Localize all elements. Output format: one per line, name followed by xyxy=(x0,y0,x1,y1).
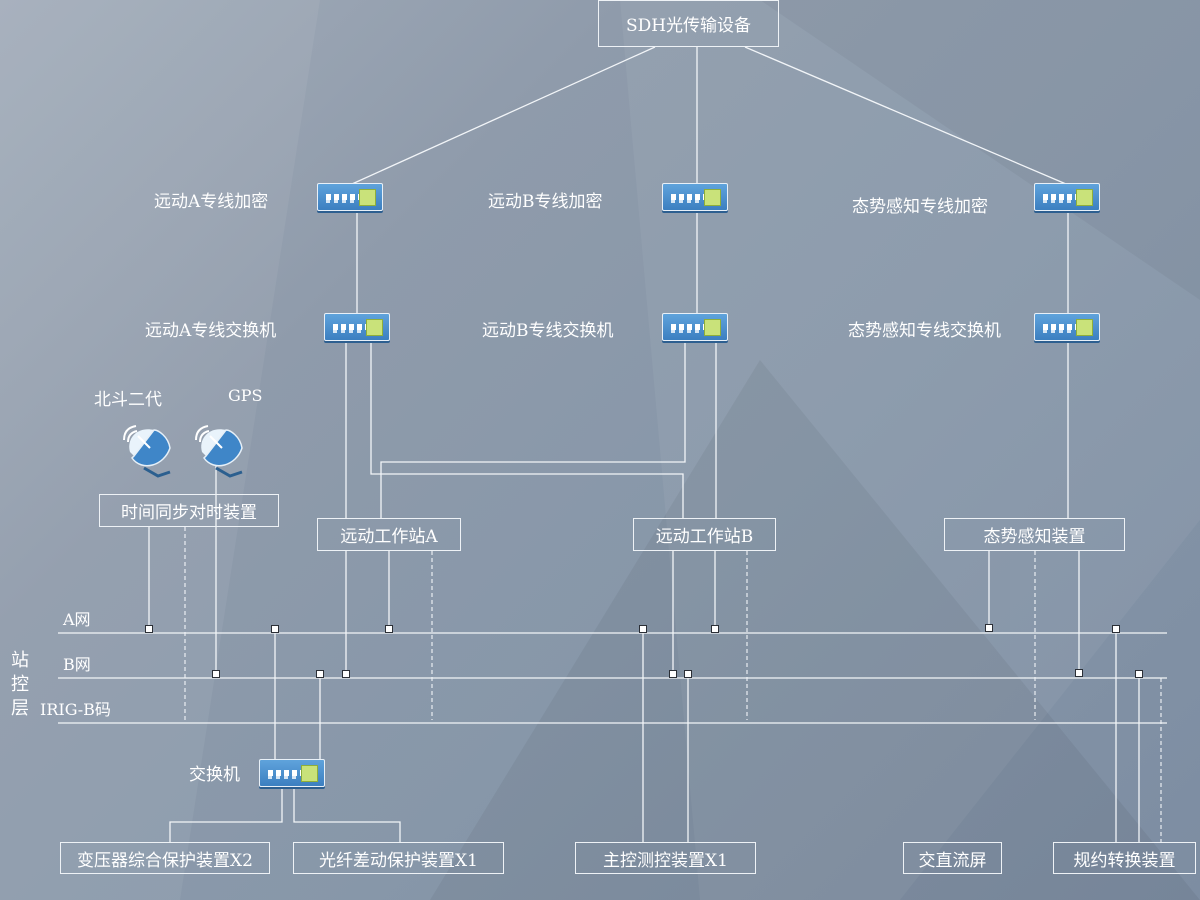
layer-label-3: 层 xyxy=(11,698,29,719)
junction-node xyxy=(271,625,279,633)
enc-b-device-icon xyxy=(662,183,728,211)
enc-s-device-icon xyxy=(1034,183,1100,211)
junction-node xyxy=(639,625,647,633)
junction-node xyxy=(145,625,153,633)
protocol-converter-box: 规约转换装置 xyxy=(1053,842,1196,874)
junction-node xyxy=(1135,670,1143,678)
sw-b-device-icon xyxy=(662,313,728,341)
fiber-diff-protection-box: 光纤差动保护装置X1 xyxy=(293,842,504,874)
gps-label: GPS xyxy=(228,386,263,405)
enc-b-label: 远动B专线加密 xyxy=(488,192,603,212)
time-sync-box: 时间同步对时装置 xyxy=(99,494,279,527)
enc-a-device-icon xyxy=(317,183,383,211)
b-net-label: B网 xyxy=(63,655,91,674)
junction-node xyxy=(1075,669,1083,677)
layer-label-2: 控 xyxy=(11,674,29,695)
junction-node xyxy=(385,625,393,633)
workstation-b-box: 远动工作站B xyxy=(633,518,776,551)
junction-node xyxy=(985,624,993,632)
sw-s-device-icon xyxy=(1034,313,1100,341)
junction-node xyxy=(316,670,324,678)
switch-label: 交换机 xyxy=(189,765,240,785)
irig-label: IRIG-B码 xyxy=(40,700,111,719)
transformer-protection-box: 变压器综合保护装置X2 xyxy=(60,842,270,874)
acdc-panel-box: 交直流屏 xyxy=(903,842,1002,874)
junction-node xyxy=(684,670,692,678)
junction-node xyxy=(342,670,350,678)
junction-node xyxy=(711,625,719,633)
station-switch-device-icon xyxy=(259,759,325,787)
a-net-label: A网 xyxy=(63,610,91,629)
junction-node xyxy=(669,670,677,678)
gps-dish-icon xyxy=(195,425,243,478)
situation-awareness-box: 态势感知装置 xyxy=(944,518,1125,551)
sw-a-label: 远动A专线交换机 xyxy=(145,321,277,341)
sw-s-label: 态势感知专线交换机 xyxy=(848,321,1001,341)
sdh-box: SDH光传输设备 xyxy=(598,0,779,47)
workstation-a-box: 远动工作站A xyxy=(317,518,461,551)
main-control-box: 主控测控装置X1 xyxy=(575,842,756,874)
junction-node xyxy=(1112,625,1120,633)
enc-s-label: 态势感知专线加密 xyxy=(852,197,988,217)
beidou-label: 北斗二代 xyxy=(94,390,162,410)
junction-node xyxy=(212,670,220,678)
satellite-dish-icon xyxy=(123,425,171,478)
layer-label-1: 站 xyxy=(11,650,29,671)
sw-a-device-icon xyxy=(324,313,390,341)
enc-a-label: 远动A专线加密 xyxy=(154,192,269,212)
sw-b-label: 远动B专线交换机 xyxy=(482,321,614,341)
